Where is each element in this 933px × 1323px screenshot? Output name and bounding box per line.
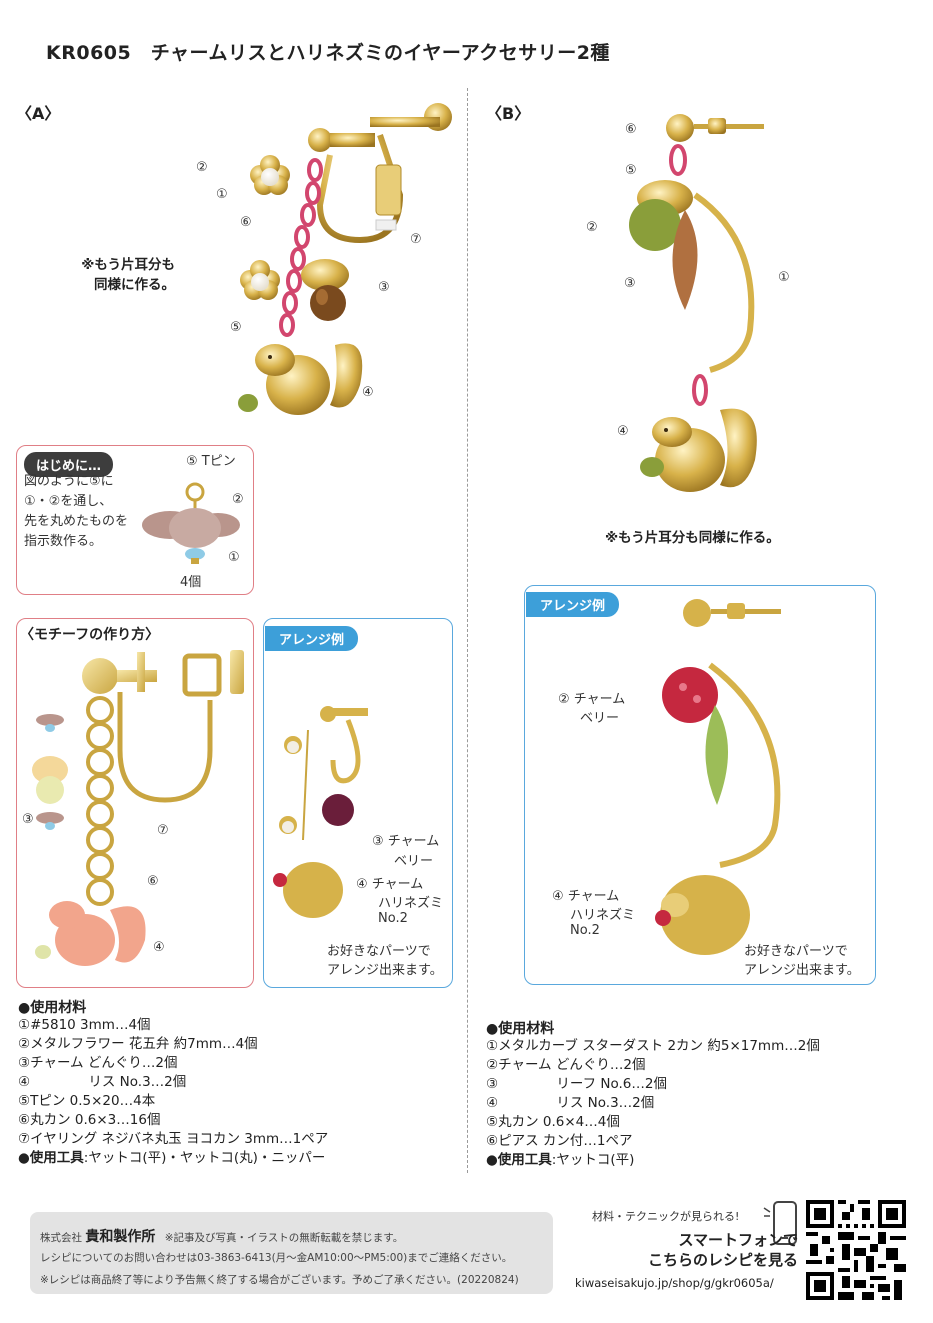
arrange-b-photo [655,599,781,955]
column-divider [467,88,468,1173]
arrange-b-c2-line1: ② チャーム [558,692,626,707]
company-logo: 貴和製作所 [85,1229,156,1245]
callout-b-1: ① [778,270,790,285]
material-a-item: ①#5810 3mm…4個 [18,1017,151,1033]
material-a-item: ③チャーム どんぐり…2個 [18,1055,178,1071]
page-title: KR0605 チャームリスとハリネズミのイヤーアクセサリー2種 [46,42,610,64]
callout-b-4: ④ [617,424,629,439]
callout-b-2: ② [586,220,598,235]
materials-a-list: ①#5810 3mm…4個 ②メタルフラワー 花五弁 約7mm…4個 ③チャーム… [18,1016,328,1168]
arrange-b-badge: アレンジ例 [526,592,620,617]
qr-code[interactable] [806,1200,906,1300]
intro-text: 図のように⑤に ①・②を通し、 先を丸めたものを 指示数作る。 [24,472,128,553]
arrange-a-c3-line2: ベリー [394,854,434,869]
callout-a-7: ⑦ [410,232,422,247]
materials-b-list: ①メタルカーブ スターダスト 2カン 約5×17mm…2個 ②チャーム どんぐり… [486,1037,820,1170]
intro-line3: 先を丸めたものを [24,514,129,530]
material-b-item: ⑤丸カン 0.6×4…4個 [486,1114,620,1130]
material-a-item: ⑦イヤリング ネジバネ丸玉 ヨコカン 3mm…1ペア [18,1131,329,1147]
recipe-url[interactable]: kiwaseisakujo.jp/shop/g/gkr0605a/ [575,1276,774,1290]
motif-diagram [32,650,244,966]
callout-b-6: ⑥ [625,122,637,137]
tools-b-row: ●使用工具:ヤットコ(平) [486,1151,820,1170]
callout-a-6: ⑥ [240,215,252,230]
arrange-a-box [263,618,453,988]
intro-callout-2: ② [232,492,244,507]
intro-tpin-diagram [142,482,240,564]
material-a-item: ④ リス No.3…2個 [18,1074,187,1090]
company-prefix: 株式会社 [40,1232,82,1244]
materials-b-heading: ●使用材料 [486,1021,555,1037]
tools-b-value: :ヤットコ(平) [551,1152,635,1168]
intro-badge: はじめに… [24,452,114,477]
section-b-label: 〈B〉 [486,104,531,123]
intro-line4: 指示数作る。 [24,534,103,550]
smartphone-cta[interactable]: スマートフォンで こちらのレシピを見る [618,1230,798,1270]
contact-info: レシピについてのお問い合わせは03-3863-6413(月〜金AM10:00〜P… [40,1252,513,1264]
footer-company-row: 株式会社 貴和製作所 ※記事及び写真・イラストの無断転載を禁じます。 [40,1226,403,1246]
material-a-item: ②メタルフラワー 花五弁 約7mm…4個 [18,1036,258,1052]
smartphone-tagline: 材料・テクニックが見られる! [592,1210,740,1223]
smartphone-cta-line2: こちらのレシピを見る [647,1251,798,1269]
callout-a-3: ③ [378,280,390,295]
footer-box: 株式会社 貴和製作所 ※記事及び写真・イラストの無断転載を禁じます。 レシピにつ… [30,1212,553,1294]
material-b-item: ③ リーフ No.6…2個 [486,1076,667,1092]
callout-a-4: ④ [362,385,374,400]
note-other-ear-a: ※もう片耳分も 同様に作る。 [70,255,175,296]
arrange-a-photo [273,706,368,918]
arrange-b-note1: お好きなパーツで [744,944,848,959]
earring-b-photo [629,114,764,492]
smartphone-icon [763,1201,797,1245]
arrange-a-c3-line1: ③ チャーム [372,834,440,849]
intro-qty: 4個 [180,575,202,590]
tools-a-row: ●使用工具:ヤットコ(平)・ヤットコ(丸)・ニッパー [18,1149,328,1168]
tools-a-label: ●使用工具 [18,1150,84,1166]
tools-a-value: :ヤットコ(平)・ヤットコ(丸)・ニッパー [83,1150,326,1166]
intro-line1: 図のように⑤に [24,474,114,489]
tools-b-label: ●使用工具 [486,1152,552,1168]
arrange-a-c4-line2: ハリネズミ [378,896,444,911]
material-a-item: ⑤Tピン 0.5×20…4本 [18,1093,156,1109]
note-other-ear-b: ※もう片耳分も同様に作る。 [605,530,780,546]
copyright-note: ※記事及び写真・イラストの無断転載を禁じます。 [164,1232,404,1244]
callout-a-1: ① [216,187,228,202]
arrange-a-note1: お好きなパーツで [327,944,431,959]
intro-line2: ①・②を通し、 [24,494,113,510]
note-a-line2: 同様に作る。 [94,277,175,294]
smartphone-cta-line1: スマートフォンで [678,1231,798,1249]
arrange-a-c4-line1: ④ チャーム [356,877,424,892]
arrange-a-note2: アレンジ出来ます。 [327,963,443,978]
materials-a-heading: ●使用材料 [18,1000,87,1016]
intro-callout-1: ① [228,550,240,565]
callout-b-5: ⑤ [625,163,637,178]
arrange-b-note2: アレンジ出来ます。 [744,963,860,978]
end-notice: ※レシピは商品終了等により予告無く終了する場合がございます。予めご了承ください。… [40,1274,519,1286]
callout-a-2: ② [196,160,208,175]
arrange-b-c4-line1: ④ チャーム [552,889,620,904]
motif-callout-4: ④ [153,940,165,955]
intro-pin-label: ⑤ Tピン [186,454,236,469]
arrange-b-c4-line2: ハリネズミ [570,908,636,923]
arrange-a-c4-line3: No.2 [378,911,408,926]
callout-b-3: ③ [624,276,636,291]
note-a-line1: ※もう片耳分も [81,257,175,273]
motif-callout-7: ⑦ [157,823,169,838]
material-b-item: ④ リス No.3…2個 [486,1095,655,1111]
material-b-item: ⑥ピアス カン付…1ペア [486,1133,633,1149]
callout-a-5: ⑤ [230,320,242,335]
material-a-item: ⑥丸カン 0.6×3…16個 [18,1112,161,1128]
section-a-label: 〈A〉 [16,104,61,123]
arrange-a-badge: アレンジ例 [265,626,359,651]
motif-callout-3: ③ [22,812,34,827]
material-b-item: ①メタルカーブ スターダスト 2カン 約5×17mm…2個 [486,1038,820,1054]
earring-a-photo [238,103,452,415]
motif-heading: 〈モチーフの作り方〉 [20,627,160,643]
material-b-item: ②チャーム どんぐり…2個 [486,1057,646,1073]
arrange-b-c4-line3: No.2 [570,923,600,938]
motif-callout-6: ⑥ [147,874,159,889]
arrange-b-c2-line2: ベリー [580,711,620,726]
